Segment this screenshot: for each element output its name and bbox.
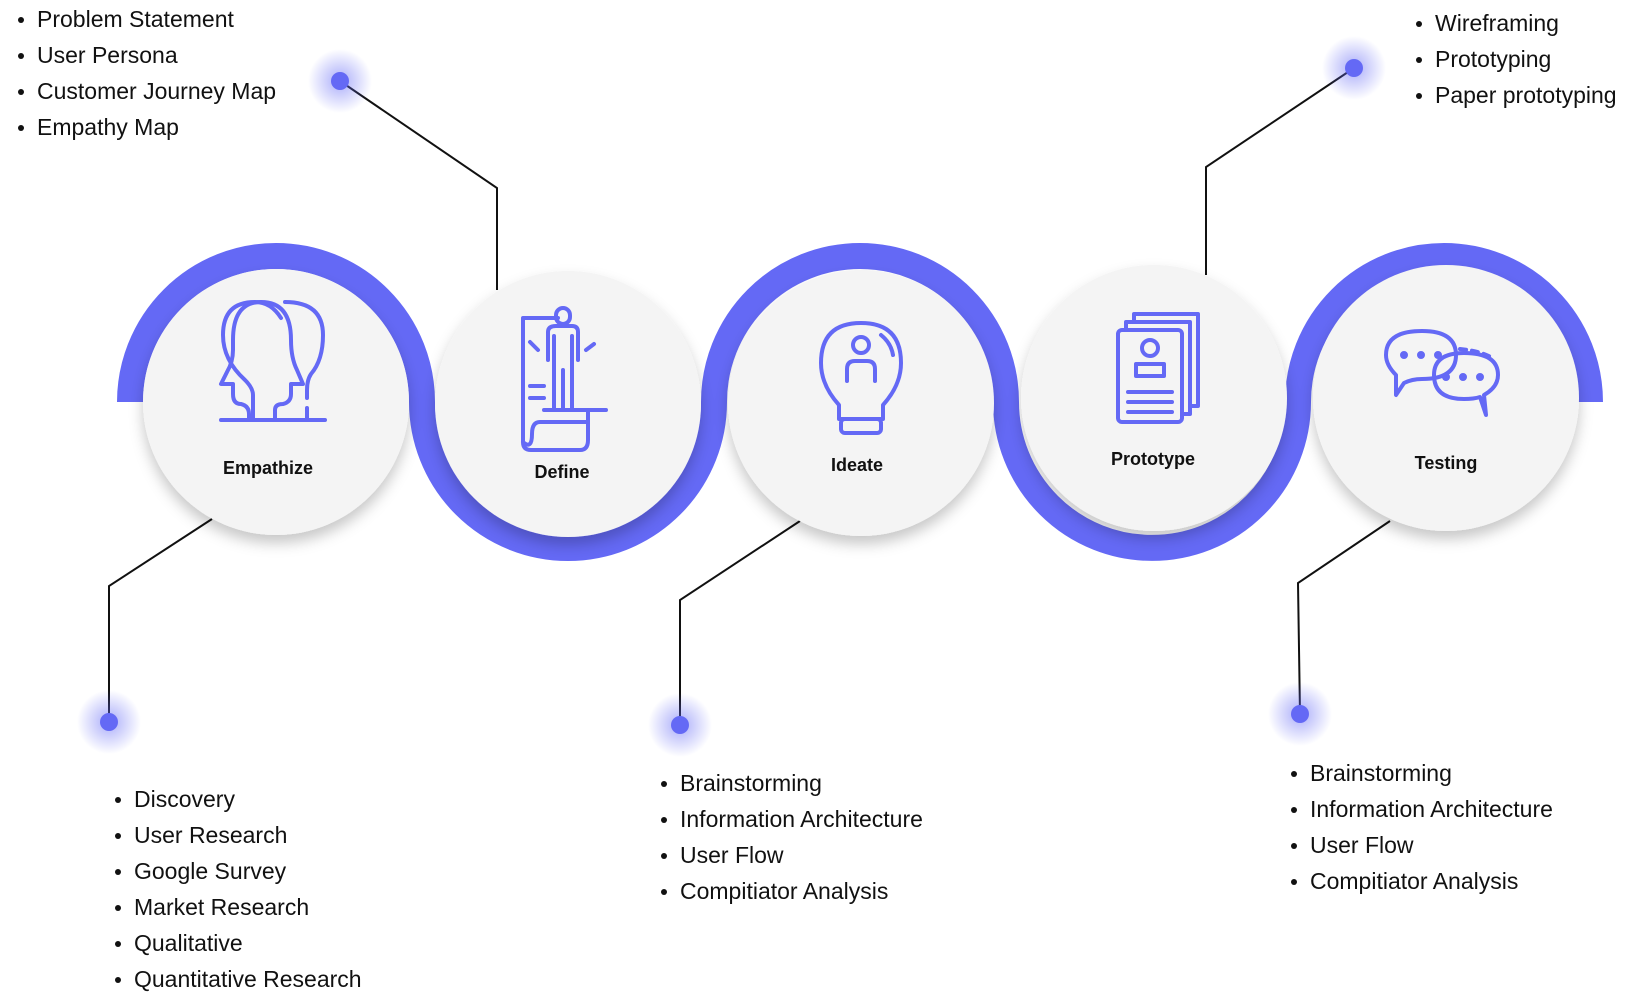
connector-testing [1296, 520, 1391, 715]
profile-cards-icon [1116, 312, 1200, 424]
person-on-document-icon [521, 306, 608, 452]
list-item: Customer Journey Map [18, 73, 276, 109]
dot-empathize [100, 713, 118, 731]
list-item: Discovery [115, 781, 362, 817]
list-item: Wireframing [1416, 5, 1617, 41]
stage-circle-empathize [143, 269, 409, 535]
list-item: User Flow [1291, 827, 1553, 863]
connector-empathize [108, 518, 213, 722]
stage-circle-prototype [1021, 265, 1287, 531]
list-item: Information Architecture [1291, 791, 1553, 827]
testing-deliverables-list: Brainstorming Information Architecture U… [1291, 755, 1553, 899]
list-item: User Flow [661, 837, 923, 873]
list-item: Brainstorming [1291, 755, 1553, 791]
connector-prototype [1205, 67, 1355, 275]
stage-label-empathize: Empathize [223, 458, 313, 478]
stage-label-define: Define [534, 462, 589, 482]
lightbulb-person-icon [819, 321, 903, 435]
connector-dots [77, 36, 1386, 757]
stage-circle-define [435, 271, 701, 537]
prototype-deliverables-list: Wireframing Prototyping Paper prototypin… [1416, 5, 1617, 113]
list-item: Prototyping [1416, 41, 1617, 77]
ideate-deliverables-list: Brainstorming Information Architecture U… [661, 765, 923, 909]
chat-bubbles-icon [1384, 329, 1500, 417]
empathize-deliverables-list: Discovery User Research Google Survey Ma… [115, 781, 362, 997]
list-item: Market Research [115, 889, 362, 925]
list-item: Paper prototyping [1416, 77, 1617, 113]
dot-prototype [1345, 59, 1363, 77]
list-item: Google Survey [115, 853, 362, 889]
list-item: User Persona [18, 37, 276, 73]
two-heads-icon [219, 300, 327, 422]
connector-ideate [679, 520, 801, 725]
stage-label-prototype: Prototype [1111, 449, 1195, 469]
list-item: Compitiator Analysis [1291, 863, 1553, 899]
define-deliverables-list: Problem Statement User Persona Customer … [18, 1, 276, 145]
stage-label-ideate: Ideate [831, 455, 883, 475]
connector-define [339, 80, 498, 290]
process-wave [117, 243, 1603, 561]
list-item: Information Architecture [661, 801, 923, 837]
list-item: Brainstorming [661, 765, 923, 801]
dot-ideate [671, 716, 689, 734]
dot-define [331, 72, 349, 90]
stage-label-testing: Testing [1415, 453, 1478, 473]
list-item: Quantitative Research [115, 961, 362, 997]
list-item: User Research [115, 817, 362, 853]
list-item: Compitiator Analysis [661, 873, 923, 909]
list-item: Empathy Map [18, 109, 276, 145]
stage-circle-ideate [728, 270, 994, 536]
dot-testing [1291, 705, 1309, 723]
list-item: Problem Statement [18, 1, 276, 37]
list-item: Qualitative [115, 925, 362, 961]
